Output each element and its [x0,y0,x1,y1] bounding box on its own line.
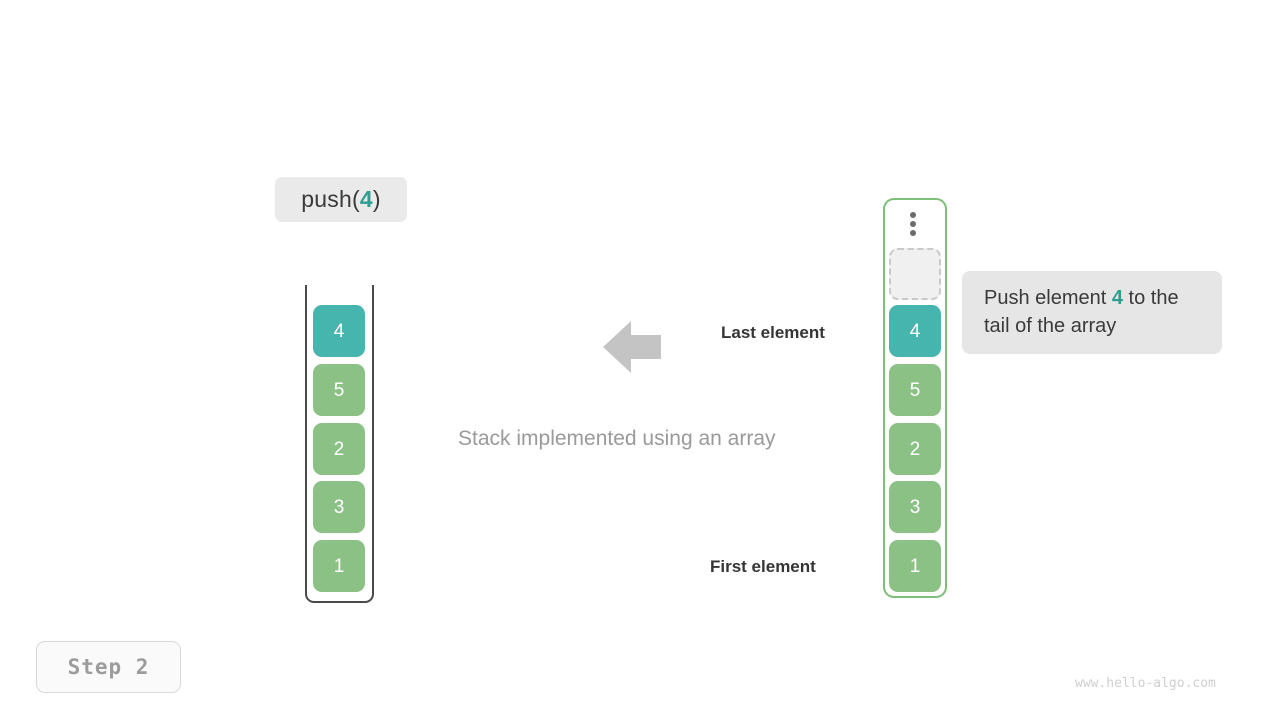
array-cell-3: 3 [889,481,941,533]
label-first-element: First element [710,557,816,576]
label-last-element: Last element [721,323,825,342]
array-container-outline [883,198,947,598]
operation-pill: push(4) [275,177,407,222]
array-empty-slot [889,248,941,300]
stack-cell-2-value: 2 [333,438,345,460]
operation-argument: 4 [359,186,373,212]
tooltip-text-part2: to the tail of the array [984,287,1179,338]
array-cell-1: 5 [889,364,941,416]
stack-cell-4: 1 [313,540,365,592]
step-badge: Step 2 [36,641,181,693]
stack-cell-1-value: 5 [333,379,345,401]
operation-prefix: push( [301,186,360,212]
array-cell-1-value: 5 [909,379,921,401]
array-cell-0-value: 4 [909,320,921,342]
stack-cell-0: 4 [313,305,365,357]
diagram-caption: Stack implemented using an array [458,427,776,450]
stack-cell-3: 3 [313,481,365,533]
step-badge-label: Step 2 [67,655,150,679]
array-cell-0: 4 [889,305,941,357]
vertical-ellipsis-icon [910,212,918,236]
stack-container-outline [305,285,374,603]
array-cell-4-value: 1 [909,555,921,577]
tooltip-text-part1: Push element [984,287,1112,309]
tooltip-highlight-value: 4 [1111,287,1123,309]
stack-cell-2: 2 [313,423,365,475]
stack-cell-0-value: 4 [333,320,345,342]
array-cell-3-value: 3 [909,496,921,518]
stack-cell-4-value: 1 [333,555,345,577]
stack-cell-3-value: 3 [333,496,345,518]
stack-cell-1: 5 [313,364,365,416]
array-cell-4: 1 [889,540,941,592]
array-cell-2-value: 2 [909,438,921,460]
push-explanation-tooltip: Push element 4 to the tail of the array [962,271,1222,354]
array-cell-2: 2 [889,423,941,475]
operation-suffix: ) [372,186,381,212]
arrow-left-icon [603,318,661,376]
watermark: www.hello-algo.com [1075,676,1216,691]
